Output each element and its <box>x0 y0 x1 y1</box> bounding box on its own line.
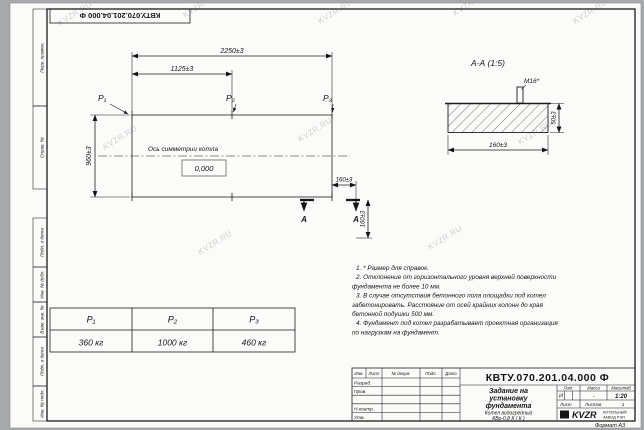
tb-row-razrab: Разраб. <box>354 381 371 387</box>
note-line: фундамента не более 10 мм. <box>352 282 441 290</box>
dim-text-2250: 2250±3 <box>219 48 243 55</box>
load-table-value: 460 кг <box>242 338 267 348</box>
side-label: Взам. инв. № <box>40 305 45 333</box>
foundation-slab-hatch <box>447 103 549 133</box>
elevation-value: 0,000 <box>195 164 215 173</box>
corner-stamp-box <box>49 8 191 24</box>
tb-sheets-label: Листов <box>584 402 602 407</box>
title-block: Изм. Лист № докум. Подп. Дата Разраб. Пр… <box>351 367 636 422</box>
section-title: А-А (1:5) <box>470 58 505 68</box>
side-box <box>32 105 48 190</box>
side-label: Подп. и дата <box>40 347 45 376</box>
tb-col-docnum: № докум. <box>392 371 411 376</box>
corner-stamp: КВТУ.070.201.04.000 Ф <box>49 8 191 24</box>
leader-p3 <box>331 103 335 113</box>
technical-notes: 1. * Размер для справок. 2. Отклонение о… <box>351 264 558 336</box>
leader-p2 <box>233 103 237 113</box>
note-line: 3. В случае отсутствия бетонного пола пл… <box>356 292 546 300</box>
kvzr-logo-mark <box>560 410 569 419</box>
section-letter-left: А <box>300 215 307 224</box>
tb-col-list: Лист <box>367 371 379 376</box>
note-line: 2. Отклонение от горизонтального уровня … <box>355 273 557 281</box>
paper-sheet <box>9 2 642 429</box>
dim-ext-lines <box>131 52 333 112</box>
tb-col-izm: Изм. <box>354 371 363 376</box>
kvzr-logo-text: KVZR <box>572 410 597 420</box>
tb-col-data: Дата <box>444 371 457 376</box>
tb-mass-value: - <box>593 394 595 400</box>
side-label: Инв. № подл. <box>40 389 45 418</box>
section-view: А-А (1:5) M16* 160±3 50±3 <box>445 58 564 155</box>
tb-scale-value: 1:20 <box>615 394 628 400</box>
tb-scale-label: Масштаб <box>611 386 631 391</box>
tb-lit-label: Лит. <box>563 386 574 391</box>
tb-sheet-label: Лист <box>559 402 572 407</box>
tb-mass-label: Масса <box>587 386 600 391</box>
tb-row-nkontr: Н.контр. <box>354 406 374 412</box>
side-box <box>32 385 48 422</box>
load-table-grid <box>50 308 295 352</box>
anchor-bolt <box>516 86 524 104</box>
tb-name-line: Задание на <box>489 387 528 395</box>
side-label: Перв. примен. <box>40 42 45 73</box>
load-point-p2: Р₂ <box>226 93 236 103</box>
dim-text-sec-160: 160±3 <box>489 142 507 149</box>
dim-text-160h: 160±3 <box>336 178 353 184</box>
note-line: 4. Фундамент под котел разрабатывает про… <box>356 319 558 327</box>
tb-doc-number: КВТУ.070.201.04.000 Ф <box>486 372 610 384</box>
format-note: Формат А3 <box>595 423 626 429</box>
load-table-header: Р₂ <box>168 315 178 325</box>
tb-row-utv: Утв. <box>354 415 365 421</box>
dim-text-160v: 160±3 <box>361 210 367 227</box>
load-point-p3: Р₃ <box>323 93 333 103</box>
note-line: по нагрузкам на фундамент. <box>352 328 440 336</box>
tb-col-podp: Подп. <box>425 371 436 376</box>
kvzr-logo-sub: ЗАВОД РЭП <box>603 416 625 420</box>
title-block-border <box>351 367 636 422</box>
plan-view: Ось симметрии котла 0,000 2250±3 1125±3 … <box>86 48 372 239</box>
bolt-leader <box>521 84 527 90</box>
leader-p1 <box>109 103 129 115</box>
tb-sheets-value: 1 <box>622 402 625 407</box>
elevation-box <box>181 159 227 177</box>
load-table-header: Р₁ <box>87 315 96 325</box>
side-label: Инв. № дубл. <box>40 270 45 298</box>
title-block-grid <box>352 368 635 421</box>
kvzr-logo-sub: КОТЕЛЬНЫЙ <box>603 411 627 415</box>
corner-stamp-number: КВТУ.070.201.04.000 Ф <box>79 11 160 20</box>
side-label: Справ. № <box>40 137 45 158</box>
load-table-header: Р₃ <box>249 315 259 325</box>
dim-text-sec-50: 50±3 <box>552 111 558 125</box>
anchor-ticks <box>131 111 333 201</box>
bolt-size-label: M16* <box>524 78 540 85</box>
note-line: бетонной подушки 500 мм. <box>352 310 434 318</box>
tb-lit-value: И <box>559 394 563 400</box>
load-table: Р₁ Р₂ Р₃ 360 кг 1000 кг 460 кг <box>49 307 296 353</box>
dim-text-960: 960±3 <box>86 146 93 166</box>
note-line: забетонировать. Расстояние от осей крайн… <box>351 301 544 309</box>
drawing-frame <box>46 8 636 422</box>
load-point-p1: Р₁ <box>98 93 107 103</box>
tb-product-line: Котел водогрейный <box>485 410 533 417</box>
tb-product-line: КВр-0,8 К ( К ) <box>492 416 525 422</box>
tb-name-line: установку <box>488 396 528 403</box>
section-letter-right: А <box>352 215 359 224</box>
dim-text-1125: 1125±3 <box>171 66 194 73</box>
note-line: 1. * Размер для справок. <box>356 264 429 272</box>
load-table-value: 360 кг <box>79 338 104 348</box>
tb-name-line: фундамента <box>486 402 532 410</box>
side-stamp-columns: Перв. примен. Справ. № Подп. и дата Инв.… <box>32 8 48 422</box>
tb-row-prov: Пров. <box>354 389 367 395</box>
side-label: Подп. и дата <box>40 228 45 257</box>
axis-label: Ось симметрии котла <box>148 146 218 153</box>
load-table-value: 1000 кг <box>158 338 187 348</box>
